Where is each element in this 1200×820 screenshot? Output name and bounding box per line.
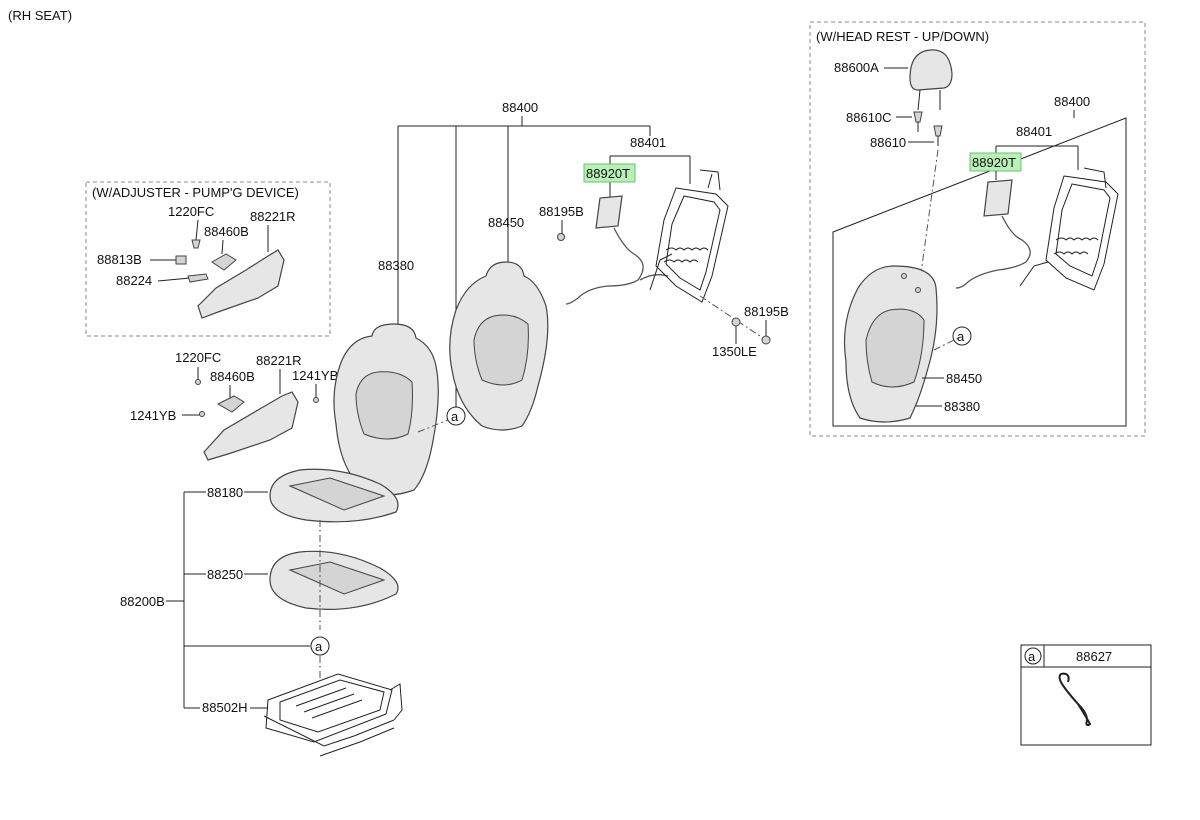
clip-icon: [187, 273, 209, 283]
legend-box: a 88627: [1020, 644, 1152, 746]
label-1241YB-left[interactable]: 1241YB: [130, 408, 176, 423]
guide-icon: [933, 125, 943, 137]
airbag-module-icon: [595, 195, 623, 229]
headrest-group: (W/HEAD REST - UP/DOWN) 88600A 88610C 88…: [809, 21, 1146, 437]
marker-a-cushion[interactable]: [310, 636, 330, 656]
seatback-frame-hr-icon: [1019, 167, 1119, 291]
adjuster-group: (W/ADJUSTER - PUMP'G DEVICE) 1220FC 8822…: [85, 181, 331, 337]
cushion-group: 88180 88250 88200B 88502H a: [120, 468, 403, 757]
adjuster-box-title: (W/ADJUSTER - PUMP'G DEVICE): [92, 185, 299, 200]
label-88221R[interactable]: 88221R: [256, 353, 302, 368]
screw-icon: [191, 239, 201, 249]
legend-part-number[interactable]: 88627: [1076, 649, 1112, 664]
label-1220FC[interactable]: 1220FC: [175, 350, 221, 365]
label-88195B-a[interactable]: 88195B: [539, 204, 584, 219]
label-88813B[interactable]: 88813B: [97, 252, 142, 267]
airbag-module-hr-icon: [983, 179, 1013, 217]
seat-side-cover-icon: [203, 391, 299, 461]
headrest-icon: [909, 49, 953, 91]
label-88380-hr[interactable]: 88380: [944, 399, 980, 414]
hook-clip-icon: [1058, 672, 1092, 726]
legend-key-label: a: [1028, 649, 1036, 664]
label-88250[interactable]: 88250: [207, 567, 243, 582]
label-88920T-main[interactable]: 88920T: [586, 166, 630, 181]
highlight-88920T-main: [583, 163, 636, 183]
legend-key-marker: [1024, 647, 1042, 665]
main-seat-group: 88400 88401 88920T 88195B 88450 88380: [333, 100, 789, 496]
label-88400-main[interactable]: 88400: [502, 100, 538, 115]
headrest-box-title: (W/HEAD REST - UP/DOWN): [816, 29, 989, 44]
lever-icon: [216, 395, 245, 413]
label-88450-hr[interactable]: 88450: [946, 371, 982, 386]
label-88180[interactable]: 88180: [207, 485, 243, 500]
seatback-frame-icon: [649, 169, 729, 303]
label-88502H[interactable]: 88502H: [202, 700, 248, 715]
label-88610C[interactable]: 88610C: [846, 110, 892, 125]
side-cover-icon: [197, 249, 285, 319]
label-88195B-b[interactable]: 88195B: [744, 304, 789, 319]
label-1241YB-right[interactable]: 1241YB: [292, 368, 338, 383]
marker-a-seatback[interactable]: [446, 406, 466, 426]
marker-a-headrest-label: a: [957, 329, 965, 344]
label-88200B[interactable]: 88200B: [120, 594, 165, 609]
label-88600A[interactable]: 88600A: [834, 60, 879, 75]
label-88380-main[interactable]: 88380: [378, 258, 414, 273]
label-88460B[interactable]: 88460B: [210, 369, 255, 384]
page-title: (RH SEAT): [8, 8, 72, 23]
marker-a-headrest[interactable]: [952, 326, 972, 346]
label-88221R-box[interactable]: 88221R: [250, 209, 296, 224]
label-88460B-box[interactable]: 88460B: [204, 224, 249, 239]
bolt-icon: [175, 255, 187, 265]
label-88401-main[interactable]: 88401: [630, 135, 666, 150]
label-88401-hr[interactable]: 88401: [1016, 124, 1052, 139]
label-1220FC-box[interactable]: 1220FC: [168, 204, 214, 219]
wiring-harness: [565, 227, 644, 305]
marker-a-cushion-label: a: [315, 639, 323, 654]
label-88610[interactable]: 88610: [870, 135, 906, 150]
label-88920T-hr[interactable]: 88920T: [972, 155, 1016, 170]
label-1350LE[interactable]: 1350LE: [712, 344, 757, 359]
label-88450-main[interactable]: 88450: [488, 215, 524, 230]
label-88224[interactable]: 88224: [116, 273, 152, 288]
label-88400-hr[interactable]: 88400: [1054, 94, 1090, 109]
seat-track-frame-icon: [263, 673, 403, 757]
guide-clip-icon: [913, 111, 923, 123]
side-cover-group: 1220FC 88221R 88460B 1241YB 1241YB: [130, 350, 338, 461]
lever-bracket-icon: [211, 253, 237, 271]
marker-a-seatback-label: a: [451, 409, 459, 424]
